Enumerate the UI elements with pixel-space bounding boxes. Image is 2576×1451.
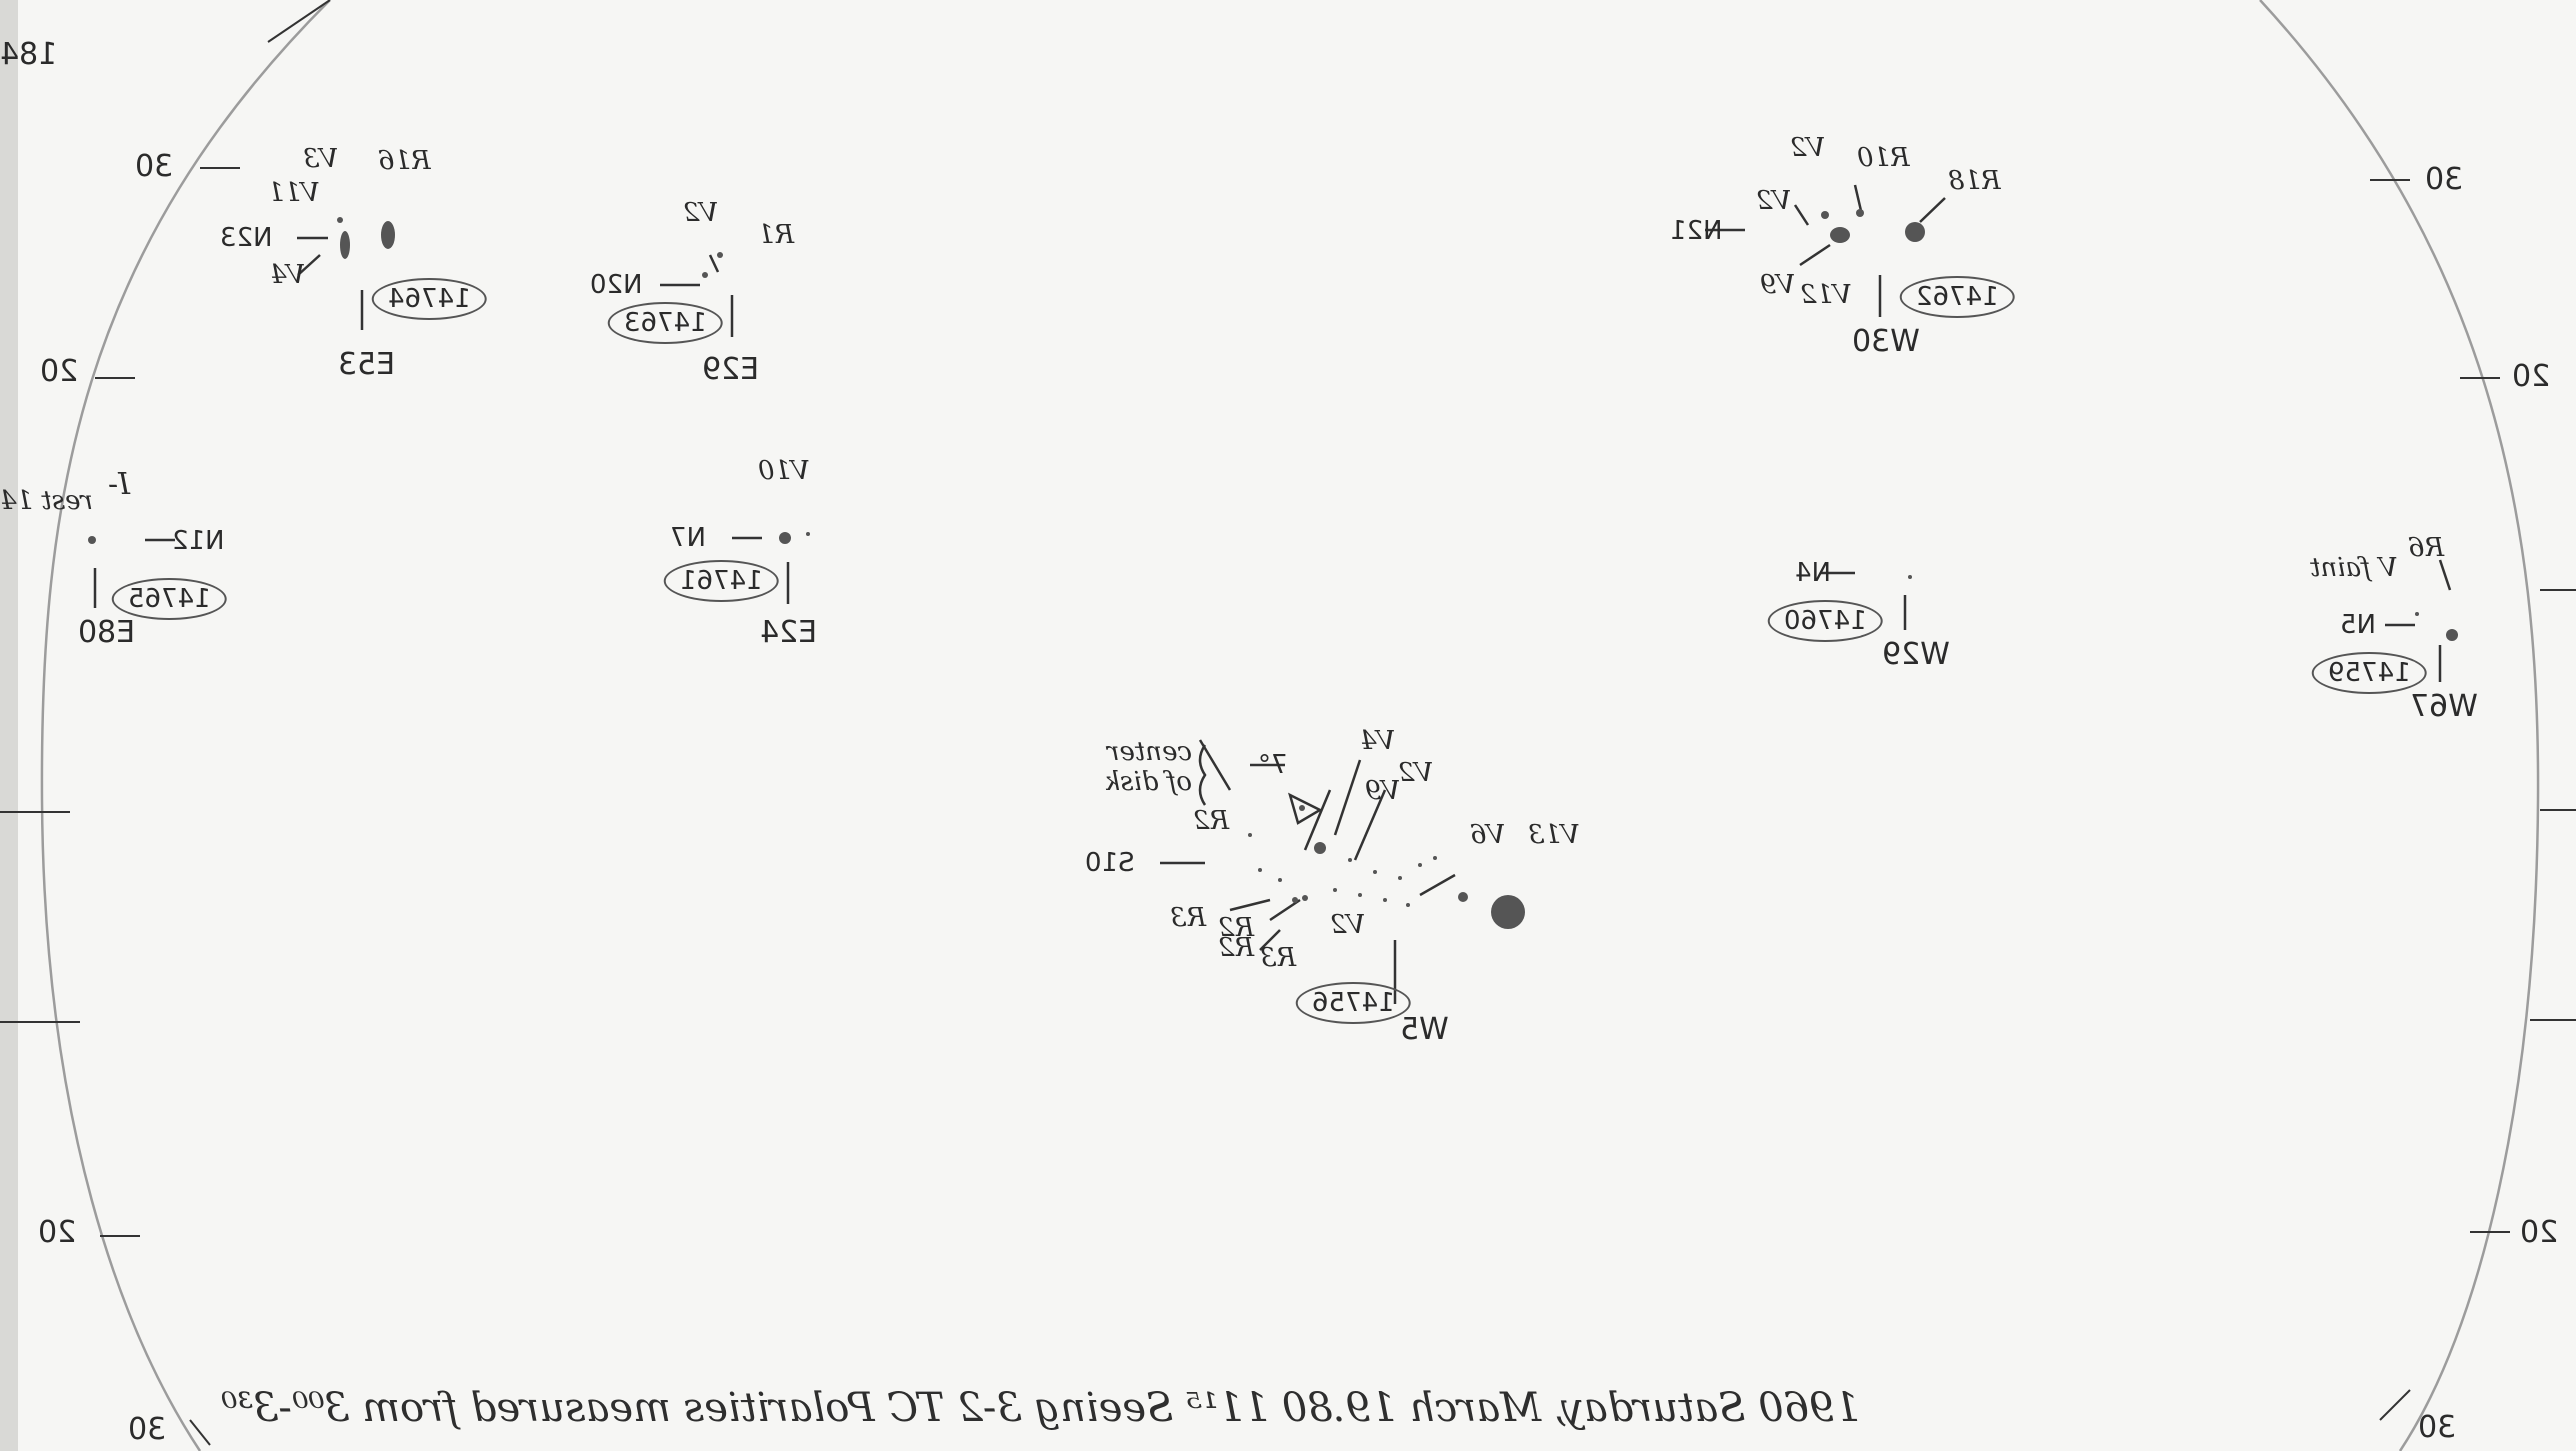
center-angle-mark: 7° (1258, 750, 1288, 780)
scale-left-lower: 20 (38, 1215, 77, 1250)
group-number-14762: 14762 (1900, 276, 2015, 318)
spot-label: R6 (2408, 533, 2445, 563)
spot-label: R3 (1170, 903, 1207, 933)
spot-label: V4 (270, 260, 306, 290)
group-number-14765: 14765 (112, 578, 227, 620)
group-number-14763: 14763 (608, 302, 723, 344)
group-number-14761: 14761 (664, 560, 779, 602)
scale-left-upper: 20 (40, 354, 79, 389)
group-position-14763: E29 (702, 352, 760, 387)
group-position-14765: E80 (78, 615, 136, 650)
spot-label: V9 (1760, 270, 1796, 300)
spot-label: V2 (1330, 910, 1366, 940)
spot-label: R16 (378, 146, 431, 176)
side-note: rest 14 (0, 486, 93, 516)
group-position-14760: W29 (1882, 637, 1950, 672)
spot-label: V faint (2310, 553, 2398, 583)
spot-label: R1 (758, 220, 795, 250)
group-latitude-14759: N5 (2340, 610, 2376, 640)
group-position-14756: W5 (1400, 1012, 1449, 1047)
spot-label: V12 (1800, 280, 1852, 310)
spot-label: R3 (1260, 943, 1297, 973)
edge-mark: 184 (0, 37, 58, 72)
scale-left-top: 30 (135, 149, 174, 184)
group-latitude-14760: N4 (1795, 558, 1831, 588)
scale-right-lower: 20 (2520, 1215, 2559, 1250)
spot-label: V10 (758, 456, 810, 486)
scale-left-bottom: 30 (128, 1412, 167, 1447)
spot-label: R18 (1948, 166, 2001, 196)
scale-right-bottom: 30 (2418, 1410, 2457, 1445)
spot-label: V13 (1528, 820, 1580, 850)
group-position-14759: W67 (2410, 689, 2478, 724)
spot-label: I- (108, 467, 130, 502)
group-latitude-14762: N21 (1670, 216, 1723, 246)
spot-label: V9 (1365, 776, 1401, 806)
spot-label: V2 (683, 198, 719, 228)
group-number-14759: 14759 (2312, 652, 2427, 694)
spot-label: V4 (1360, 726, 1396, 756)
group-position-14762: W30 (1852, 324, 1920, 359)
spot-label: V2 (1756, 186, 1792, 216)
group-number-14760: 14760 (1768, 600, 1883, 642)
spot-label: V6 (1470, 820, 1506, 850)
scale-right-top: 30 (2425, 162, 2464, 197)
spot-label: V11 (268, 178, 320, 208)
group-latitude-14765: N12 (172, 526, 225, 556)
group-latitude-14761: N7 (670, 523, 706, 553)
observation-caption: 1960 Saturday, March 19.80 11¹⁵ Seeing 3… (220, 1385, 1860, 1431)
spot-label: V2 (1398, 758, 1434, 788)
spot-label: R2 (1218, 933, 1255, 963)
group-number-14756: 14756 (1296, 982, 1411, 1024)
group-position-14761: E24 (760, 615, 818, 650)
spot-label: R2 (1193, 806, 1230, 836)
group-position-14764: E53 (338, 347, 396, 382)
group-latitude-14763: N20 (590, 270, 643, 300)
spot-label: V3 (303, 144, 339, 174)
scale-right-upper: 20 (2512, 359, 2551, 394)
group-latitude-14764: N23 (220, 223, 273, 253)
center-of-disk-note: center of disk (1104, 737, 1192, 797)
spot-label: V2 (1790, 133, 1826, 163)
group-latitude-14756: S10 (1085, 848, 1135, 878)
spot-label: R10 (1857, 143, 1910, 173)
group-number-14764: 14764 (372, 278, 487, 320)
